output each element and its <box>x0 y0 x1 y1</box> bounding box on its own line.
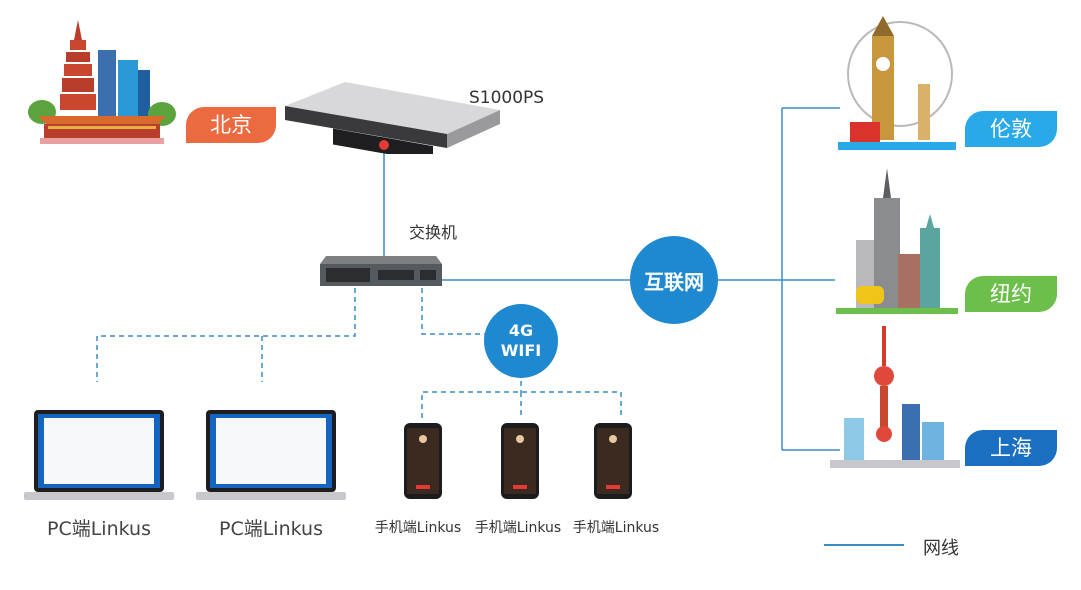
city-tag-newyork: 纽约 <box>965 276 1057 312</box>
london-landmark-illustration <box>838 16 956 150</box>
wifi-label-wifi: WIFI <box>500 341 542 360</box>
network-switch-device <box>320 256 442 286</box>
phone-image-1 <box>404 423 442 499</box>
mobile-client-label-1: 手机端Linkus <box>374 520 462 536</box>
newyork-landmark-illustration <box>836 168 958 314</box>
city-tag-shanghai: 上海 <box>965 430 1057 466</box>
internet-bubble: 互联网 <box>630 236 718 324</box>
city-label-london: 伦敦 <box>990 117 1032 141</box>
beijing-landmark-illustration <box>28 20 176 144</box>
legend-network-cable-label: 网线 <box>923 538 959 559</box>
shanghai-landmark-illustration <box>830 326 960 468</box>
server-model-label: S1000PS <box>469 88 545 108</box>
wifi-label-4g: 4G <box>508 321 534 340</box>
phone-image-3 <box>594 423 632 499</box>
pc-client-label-2: PC端Linkus <box>219 518 323 540</box>
laptop-image-2 <box>196 410 346 500</box>
city-label-beijing: 北京 <box>210 113 252 137</box>
mobile-client-label-2: 手机端Linkus <box>474 520 562 536</box>
wifi-bubble: 4G WIFI <box>484 304 558 378</box>
switch-label: 交换机 <box>409 223 458 242</box>
city-label-shanghai: 上海 <box>990 436 1032 460</box>
laptop-image-1 <box>24 410 174 500</box>
city-tag-london: 伦敦 <box>965 111 1057 147</box>
internet-label: 互联网 <box>644 269 704 294</box>
phone-image-2 <box>501 423 539 499</box>
city-tag-beijing: 北京 <box>186 107 276 143</box>
server-device-image <box>285 82 500 154</box>
city-label-newyork: 纽约 <box>990 282 1032 306</box>
mobile-client-label-3: 手机端Linkus <box>572 520 660 536</box>
pc-client-label-1: PC端Linkus <box>47 518 151 540</box>
